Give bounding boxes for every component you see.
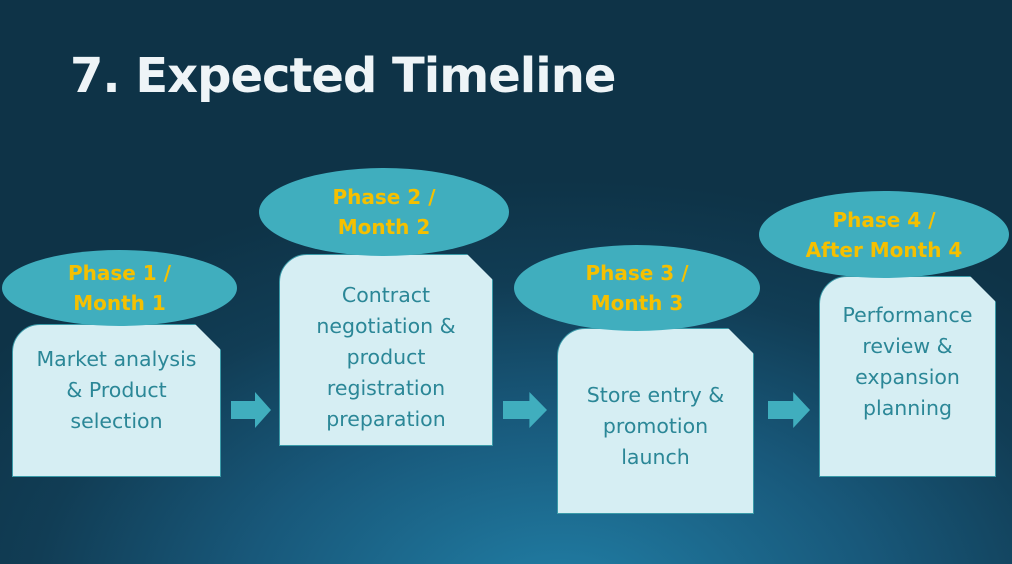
slide-title: 7. Expected Timeline: [70, 48, 616, 104]
phase-4-label-line1: Phase 4 /: [832, 207, 936, 232]
phase-2-label: Phase 2 / Month 2: [259, 168, 509, 256]
phase-3-label-line1: Phase 3 /: [585, 261, 689, 285]
phase-3-description: Store entry & promotion launch: [586, 382, 725, 469]
phase-4-description: Performance review & expansion planning: [842, 302, 973, 420]
phase-3-card: Store entry & promotion launch: [557, 328, 754, 514]
phase-3-label-line2: Month 3: [590, 291, 684, 315]
phase-4-card: Performance review & expansion planning: [819, 276, 996, 477]
phase-4-label-line2: After Month 4: [805, 237, 963, 262]
phase-2-label-line2: Month 2: [337, 215, 431, 239]
phase-3-label: Phase 3 / Month 3: [514, 245, 760, 331]
phase-1-label-line2: Month 1: [73, 291, 166, 315]
arrow-right-icon: [503, 392, 547, 428]
arrow-right-icon: [231, 392, 271, 428]
phase-1-label-line1: Phase 1 /: [67, 261, 171, 285]
phase-1-card: Market analysis & Product selection: [12, 324, 221, 477]
phase-2-card: Contract negotiation & product registrat…: [279, 254, 493, 446]
phase-1-description: Market analysis & Product selection: [36, 347, 197, 433]
arrow-right-icon: [768, 392, 810, 428]
phase-4-label: Phase 4 / After Month 4: [759, 191, 1009, 278]
phase-1-label: Phase 1 / Month 1: [2, 250, 237, 326]
phase-2-label-line1: Phase 2 /: [332, 185, 436, 209]
phase-2-description: Contract negotiation & product registrat…: [316, 282, 456, 431]
